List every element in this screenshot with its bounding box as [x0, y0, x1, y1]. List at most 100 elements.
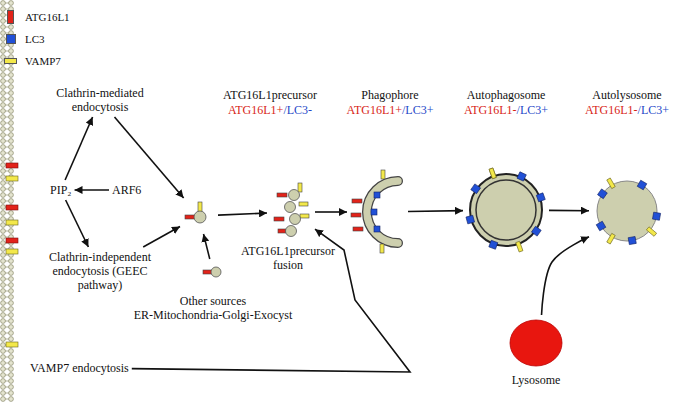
- vesicle: [290, 214, 301, 225]
- text-node: ARF6: [112, 183, 141, 197]
- membrane-proteins: [6, 163, 18, 347]
- stage-label: Other sources: [180, 294, 246, 308]
- label-group: ATG16L1-/LC3+: [585, 103, 669, 117]
- flow-arrow: [408, 210, 463, 212]
- label-group: ATG16L1-/LC3+: [464, 103, 548, 117]
- label-group: Autolysosome: [592, 88, 661, 102]
- autolysosome: AutolysosomeATG16L1-/LC3+: [592, 176, 662, 246]
- vamp7-marker: [516, 241, 523, 252]
- flow-arrow: [218, 213, 267, 215]
- autophagosome-figure: [466, 170, 546, 250]
- protein-marker: [277, 193, 287, 197]
- vesicle: [211, 267, 221, 277]
- lc3-marker: [536, 193, 545, 202]
- lc3-marker: [628, 236, 636, 244]
- label-group: ATG16L1precursor fusion: [238, 244, 338, 272]
- vesicle: [289, 190, 300, 201]
- lc3-marker: [374, 192, 380, 198]
- lysosome-body: [510, 320, 562, 366]
- lc3-marker: [466, 215, 475, 224]
- fusion-cluster: ATG16L1precursor fusion: [270, 186, 312, 238]
- vamp7-marker: [6, 249, 18, 254]
- status-label: ATG16L1-: [585, 103, 638, 117]
- autolysosome-figure: [592, 176, 662, 246]
- text-node: Clathrin-independent endocytosis (GEEC p…: [42, 250, 158, 292]
- text-node: VAMP7 endocytosis: [30, 361, 129, 375]
- stage-label: Lysosome: [512, 373, 561, 387]
- status-label: ATG16L1+: [347, 103, 402, 117]
- protein-marker: [185, 215, 195, 219]
- phagophore-figure: [350, 172, 405, 252]
- lc3-marker: [598, 189, 608, 199]
- phagophore: PhagophoreATG16L1+/LC3+: [350, 172, 405, 252]
- flow-arrow: [549, 210, 589, 212]
- protein-marker: [300, 214, 309, 218]
- source-vesicle-figure: [202, 262, 224, 282]
- stage-label: Autolysosome: [592, 88, 661, 102]
- process-label: VAMP7 endocytosis: [30, 361, 129, 375]
- autophagosome: AutophagosomeATG16L1-/LC3+: [466, 170, 546, 250]
- vesicle: [286, 226, 297, 237]
- lysosome-figure: [506, 318, 566, 368]
- vamp7-marker: [646, 227, 656, 236]
- legend-swatch: [6, 34, 16, 44]
- legend: ATG16L1LC3VAMP7: [4, 6, 70, 72]
- protein-marker: [351, 213, 361, 217]
- status-label: ATG16L1+: [228, 103, 283, 117]
- legend-label: LC3: [25, 33, 45, 45]
- label-group: ER-Mitochondria-Golgi-Exocyst: [134, 308, 293, 322]
- flow-arrow: [204, 234, 210, 259]
- atg16l1-marker: [6, 205, 18, 210]
- lc3-marker: [374, 226, 380, 232]
- protein-marker: [353, 227, 363, 231]
- text-node: PIP₂: [50, 183, 72, 197]
- protein-marker: [380, 244, 384, 253]
- legend-row: VAMP7: [4, 50, 70, 72]
- protein-marker: [299, 202, 308, 206]
- lc3-marker: [652, 212, 660, 220]
- stage-label: ATG16L1precursor fusion: [241, 244, 335, 272]
- vamp7-marker: [6, 342, 18, 347]
- flow-arrow: [132, 229, 410, 372]
- vamp7-marker: [607, 233, 615, 244]
- label-group: ATG16L1precursor: [223, 88, 317, 102]
- stage-label: Autophagosome: [467, 88, 546, 102]
- stage-label: Phagophore: [361, 88, 418, 102]
- status-label: /LC3+: [638, 103, 669, 117]
- label-group: ATG16L1+/LC3+: [347, 103, 434, 117]
- autolysosome-body: [597, 181, 657, 241]
- process-label: Clathrin-independent endocytosis (GEEC p…: [42, 250, 158, 292]
- atg16l1-marker: [6, 238, 18, 243]
- status-label: /LC3+: [402, 103, 433, 117]
- legend-label: ATG16L1: [25, 11, 70, 23]
- outer-membrane: [470, 174, 542, 246]
- precursor-vesicle: ATG16L1precursorATG16L1+/LC3-: [183, 201, 215, 231]
- legend-swatch: [4, 58, 17, 64]
- vamp7-marker: [489, 168, 496, 179]
- lc3-marker: [471, 184, 481, 194]
- label-group: Other sources: [180, 294, 246, 308]
- process-label: PIP₂: [50, 183, 72, 197]
- vamp7-marker: [6, 220, 18, 225]
- atg16l1-marker: [6, 163, 18, 168]
- protein-marker: [274, 217, 284, 221]
- flow-arrow: [65, 117, 92, 180]
- lc3-marker: [596, 221, 606, 231]
- legend-label: VAMP7: [25, 55, 61, 67]
- legend-row: LC3: [4, 28, 70, 50]
- label-group: Autophagosome: [467, 88, 546, 102]
- process-label: ARF6: [112, 183, 141, 197]
- lc3-marker: [531, 226, 541, 236]
- source-vesicle: Other sourcesER-Mitochondria-Golgi-Exocy…: [202, 262, 224, 282]
- process-label: Clathrin-mediated endocytosis: [46, 86, 154, 114]
- status-label: /LC3+: [517, 103, 548, 117]
- status-label: /LC3-: [283, 103, 312, 117]
- protein-marker: [198, 202, 202, 212]
- protein-marker: [278, 229, 286, 233]
- fusion-cluster-figure: [270, 186, 312, 238]
- vamp7-marker: [489, 168, 496, 179]
- lc3-marker: [637, 180, 647, 190]
- legend-row: ATG16L1: [4, 6, 70, 28]
